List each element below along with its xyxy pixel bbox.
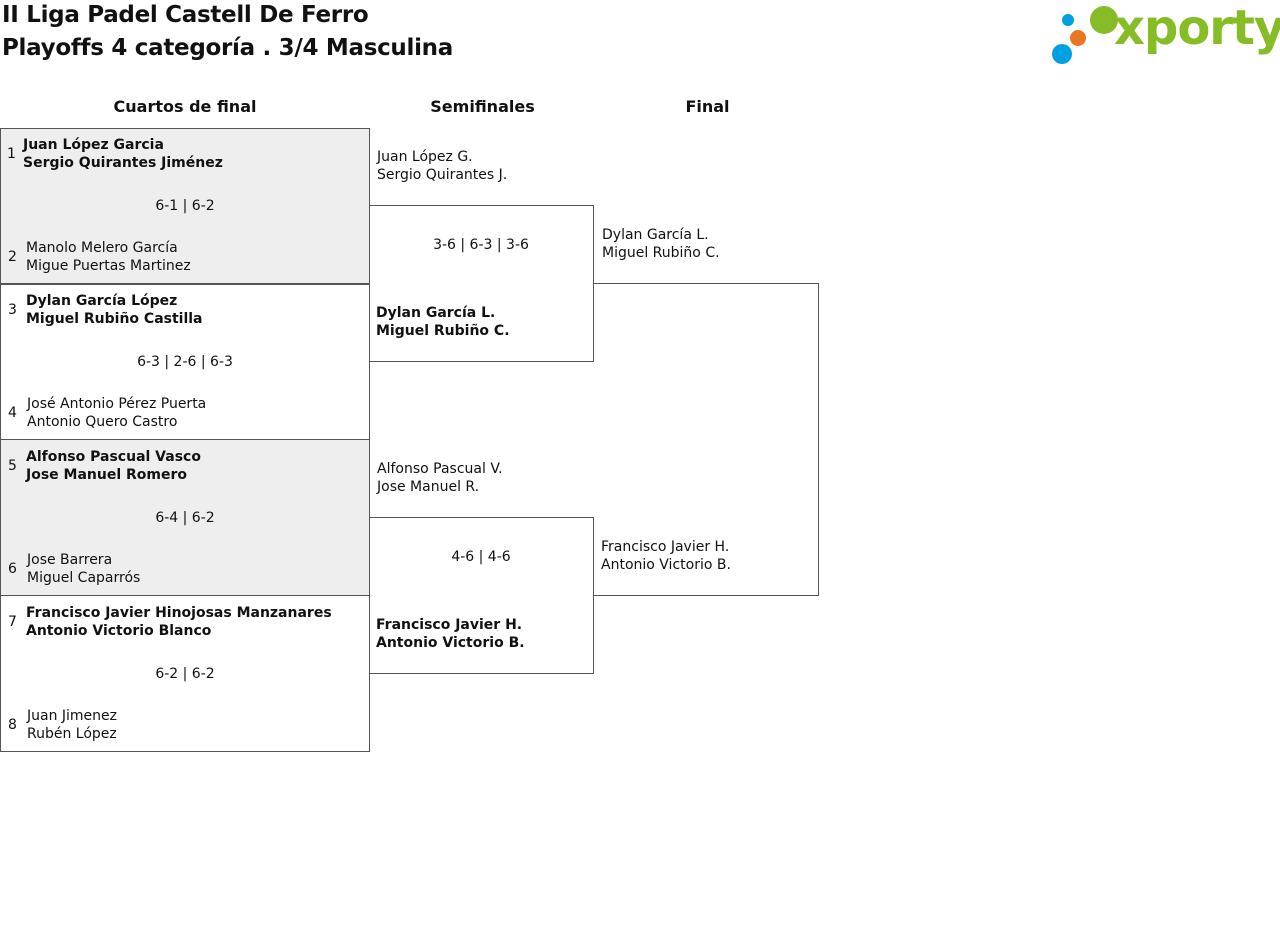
team-winner[interactable]: Dylan García López Miguel Rubiño Castill… [26, 292, 203, 328]
seed-number: 3 [8, 302, 17, 318]
player-name: Antonio Victorio B. [601, 557, 731, 573]
sf-match-1[interactable]: 3-6 | 6-3 | 3-6 Dylan García L. Miguel R… [369, 205, 594, 362]
team-loser[interactable]: Jose Barrera Miguel Caparrós [27, 551, 140, 587]
team-winner[interactable]: Alfonso Pascual Vasco Jose Manuel Romero [26, 448, 201, 484]
round-header-final: Final [685, 97, 730, 116]
player-name: Juan Jimenez [27, 708, 118, 724]
seed-number: 5 [8, 458, 17, 474]
sf-team[interactable]: Alfonso Pascual V. Jose Manuel R. [377, 460, 503, 496]
seed-number: 4 [8, 405, 17, 421]
player-name: Miguel Rubiño C. [602, 245, 720, 261]
player-name: Jose Manuel Romero [26, 467, 188, 483]
player-name: Juan López Garcia [23, 137, 164, 153]
xporty-logo[interactable]: xporty [1052, 0, 1280, 66]
logo-dot-green [1090, 6, 1118, 34]
sf-team-winner[interactable]: Dylan García L. Miguel Rubiño C. [376, 304, 510, 340]
player-name: Migue Puertas Martinez [26, 258, 191, 274]
seed-number: 2 [8, 249, 17, 265]
player-name: Francisco Javier H. [601, 539, 730, 555]
final-team[interactable]: Dylan García L. Miguel Rubiño C. [602, 226, 720, 262]
player-name: Juan López G. [377, 149, 473, 165]
player-name: Jose Barrera [27, 552, 113, 568]
team-winner[interactable]: Juan López Garcia Sergio Quirantes Jimén… [23, 136, 223, 172]
player-name: Miguel Caparrós [27, 570, 141, 586]
final-team[interactable]: Francisco Javier H. Antonio Victorio B. [601, 538, 731, 574]
match-score: 6-2 | 6-2 [155, 666, 215, 682]
round-header-qf: Cuartos de final [113, 97, 257, 116]
final-match[interactable]: Francisco Javier H. Antonio Victorio B. [594, 283, 819, 596]
player-name: Antonio Quero Castro [27, 414, 178, 430]
seed-number: 7 [8, 614, 17, 630]
player-name: Antonio Victorio Blanco [26, 623, 212, 639]
player-name: Dylan García L. [602, 227, 709, 243]
player-name: Rubén López [27, 726, 117, 742]
logo-dot-blue-small [1062, 14, 1074, 26]
team-loser[interactable]: Juan Jimenez Rubén López [27, 707, 117, 743]
match-score: 4-6 | 4-6 [451, 549, 511, 565]
qf-match-4[interactable]: 7 Francisco Javier Hinojosas Manzanares … [0, 595, 370, 752]
seed-number: 6 [8, 561, 17, 577]
player-name: Jose Manuel R. [377, 479, 480, 495]
qf-match-2[interactable]: 3 Dylan García López Miguel Rubiño Casti… [0, 283, 370, 440]
team-loser[interactable]: Manolo Melero García Migue Puertas Marti… [26, 239, 191, 275]
sf-team[interactable]: Juan López G. Sergio Quirantes J. [377, 148, 507, 184]
qf-match-3[interactable]: 5 Alfonso Pascual Vasco Jose Manuel Rome… [0, 439, 370, 596]
match-score: 6-4 | 6-2 [155, 510, 215, 526]
player-name: José Antonio Pérez Puerta [27, 396, 207, 412]
logo-dot-orange [1070, 30, 1086, 46]
match-score: 6-1 | 6-2 [155, 198, 215, 214]
logo-dot-blue-large [1052, 44, 1072, 64]
round-header-sf: Semifinales [430, 97, 535, 116]
player-name: Manolo Melero García [26, 240, 178, 256]
seed-number: 8 [8, 717, 17, 733]
player-name: Alfonso Pascual V. [377, 461, 503, 477]
player-name: Sergio Quirantes Jiménez [23, 155, 223, 171]
player-name: Antonio Victorio B. [376, 635, 525, 651]
player-name: Francisco Javier H. [376, 617, 523, 633]
sf-match-2[interactable]: 4-6 | 4-6 Francisco Javier H. Antonio Vi… [369, 517, 594, 674]
match-score: 6-3 | 2-6 | 6-3 [137, 354, 233, 370]
team-winner[interactable]: Francisco Javier Hinojosas Manzanares An… [26, 604, 332, 640]
player-name: Miguel Rubiño Castilla [26, 311, 203, 327]
page-subtitle: Playoffs 4 categoría . 3/4 Masculina [2, 35, 453, 61]
player-name: Miguel Rubiño C. [376, 323, 510, 339]
logo-text: xporty [1114, 0, 1280, 56]
page-title: II Liga Padel Castell De Ferro [2, 2, 369, 28]
qf-match-1[interactable]: 1 Juan López Garcia Sergio Quirantes Jim… [0, 128, 370, 285]
player-name: Dylan García López [26, 293, 178, 309]
seed-number: 1 [7, 146, 16, 162]
player-name: Francisco Javier Hinojosas Manzanares [26, 605, 332, 621]
sf-team-winner[interactable]: Francisco Javier H. Antonio Victorio B. [376, 616, 525, 652]
player-name: Dylan García L. [376, 305, 496, 321]
player-name: Sergio Quirantes J. [377, 167, 508, 183]
team-loser[interactable]: José Antonio Pérez Puerta Antonio Quero … [27, 395, 206, 431]
player-name: Alfonso Pascual Vasco [26, 449, 201, 465]
match-score: 3-6 | 6-3 | 3-6 [433, 237, 529, 253]
